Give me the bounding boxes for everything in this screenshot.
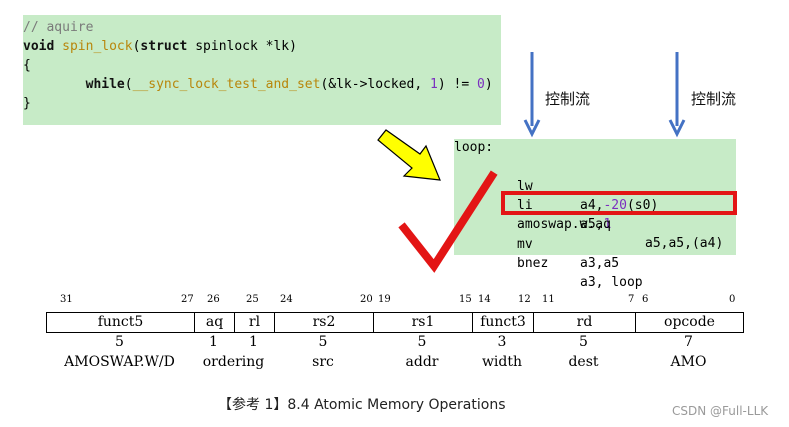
bit-number: 7 xyxy=(628,294,635,305)
field-width: 3 xyxy=(497,334,507,350)
asm-op: mv xyxy=(517,237,533,252)
code-args: (&lk->locked, xyxy=(320,77,431,92)
asm-line: amoswap.w.aq a5,a5,(a4) xyxy=(454,196,723,251)
field-rd: rd xyxy=(576,314,593,330)
asm-arg: a4, xyxy=(580,198,604,213)
asm-args: a5,a5,(a4) xyxy=(645,236,724,251)
asm-num: 1 xyxy=(603,217,612,232)
asm-line: bnez a3, loop xyxy=(454,235,643,290)
control-flow-arrow-icon xyxy=(523,52,541,138)
field-opcode: opcode xyxy=(664,314,715,330)
field-width: 5 xyxy=(115,334,124,350)
bit-number: 26 xyxy=(207,294,220,305)
field-description: AMOSWAP.W/D xyxy=(64,354,175,370)
field-description: dest xyxy=(568,354,599,370)
control-flow-label: 控制流 xyxy=(545,90,591,108)
asm-line: lw a4,-20(s0) xyxy=(454,158,658,213)
bit-number: 27 xyxy=(181,294,194,305)
code-params: spinlock *lk) xyxy=(187,39,297,54)
field-description: addr xyxy=(405,354,439,370)
bit-number: 15 xyxy=(459,294,472,305)
check-mark-icon xyxy=(398,170,498,273)
field-rs2: rs2 xyxy=(312,314,336,330)
bit-number: 6 xyxy=(642,294,649,305)
code-brace-close: } xyxy=(23,96,31,111)
bit-number: 14 xyxy=(478,294,491,305)
field-width: 5 xyxy=(417,334,427,350)
asm-num: -20 xyxy=(603,198,627,213)
code-paren: ( xyxy=(132,39,141,54)
field-width: 7 xyxy=(684,334,693,350)
bit-number: 11 xyxy=(542,294,555,305)
code-keyword: while xyxy=(85,77,125,92)
c-code-block: // aquire void spin_lock(struct spinlock… xyxy=(23,15,501,125)
asm-op: li xyxy=(517,198,533,213)
bit-number: 12 xyxy=(518,294,531,305)
field-description: src xyxy=(312,354,334,370)
code-paren: ) xyxy=(484,77,493,92)
code-number: 0 xyxy=(476,77,485,92)
asm-op: bnez xyxy=(517,256,549,271)
field-rs1: rs1 xyxy=(411,314,435,330)
field-rl: rl xyxy=(248,314,261,330)
asm-arg: a5, xyxy=(580,217,604,232)
control-flow-arrow-icon xyxy=(668,52,686,138)
field-width: 5 xyxy=(318,334,328,350)
control-flow-label: 控制流 xyxy=(691,90,737,108)
code-function-name: spin_lock xyxy=(62,39,133,54)
field-width: 1 xyxy=(249,334,258,350)
asm-args: a3, loop xyxy=(580,275,643,290)
field-description: ordering xyxy=(202,354,265,370)
field-width: 5 xyxy=(579,334,588,350)
code-paren: ( xyxy=(124,77,133,92)
bit-number: 0 xyxy=(729,294,736,305)
field-funct3: funct3 xyxy=(480,314,526,330)
bit-number: 31 xyxy=(60,294,73,305)
asm-op: lw xyxy=(517,179,533,194)
asm-args: a3,a5 xyxy=(580,256,620,271)
field-funct5: funct5 xyxy=(97,314,144,330)
figure-caption: 【参考 1】8.4 Atomic Memory Operations xyxy=(218,397,506,413)
bit-number: 25 xyxy=(246,294,259,305)
field-description: AMO xyxy=(670,354,707,370)
asm-args: a5,1 xyxy=(580,215,611,234)
code-compare: ) != xyxy=(437,77,477,92)
code-brace-open: { xyxy=(23,58,31,73)
asm-arg: (s0) xyxy=(626,198,659,213)
code-keyword: struct xyxy=(140,39,188,54)
asm-code-block: loop: lw a4,-20(s0) li a5,1 amoswap.w.aq… xyxy=(454,139,736,290)
code-builtin-name: __sync_lock_test_and_set xyxy=(132,77,321,92)
field-aq: aq xyxy=(205,314,224,330)
yellow-arrow-icon xyxy=(377,129,441,181)
watermark: CSDN @Full-LLK xyxy=(672,404,769,418)
code-keyword: void xyxy=(23,39,55,54)
bit-number: 24 xyxy=(280,294,293,305)
code-number: 1 xyxy=(430,77,438,92)
asm-line: mv a3,a5 xyxy=(454,216,619,271)
field-width: 1 xyxy=(209,334,218,350)
bit-number: 19 xyxy=(378,294,391,305)
field-description: width xyxy=(481,354,523,370)
bit-number: 20 xyxy=(360,294,373,305)
instruction-encoding-table: funct5 aq rl rs2 rs1 funct3 rd opcode xyxy=(46,312,744,333)
asm-args: a4,-20(s0) xyxy=(580,196,658,215)
asm-label: loop: xyxy=(454,140,494,155)
asm-op: amoswap.w.aq xyxy=(517,217,611,232)
asm-line: li a5,1 xyxy=(454,177,611,232)
code-comment: // aquire xyxy=(23,20,94,35)
highlight-box xyxy=(501,191,737,215)
